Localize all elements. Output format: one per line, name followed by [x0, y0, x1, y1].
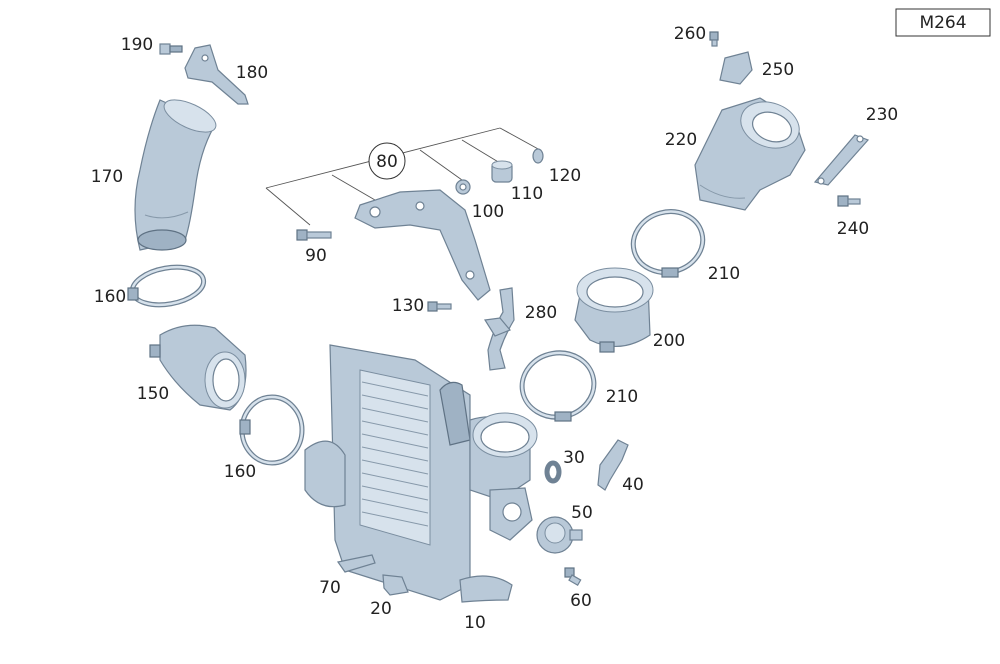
callout-210-upper: 210	[708, 264, 740, 284]
part-250-sensor	[719, 51, 753, 85]
callout-190: 190	[121, 35, 153, 55]
callout-20: 20	[370, 599, 392, 619]
model-code-label: M264	[895, 8, 991, 37]
part-50-actuator	[536, 516, 583, 554]
callout-160-lower: 160	[224, 462, 256, 482]
callout-60: 60	[570, 591, 592, 611]
part-170-intake-pipe	[134, 99, 217, 251]
callout-200: 200	[653, 331, 685, 351]
callout-160-upper: 160	[94, 287, 126, 307]
callout-220: 220	[665, 130, 697, 150]
callout-260: 260	[674, 24, 706, 44]
callout-130: 130	[392, 296, 424, 316]
part-190-bolt	[159, 43, 183, 55]
part-30-seal-ring	[544, 460, 562, 484]
callout-80-circle	[368, 142, 406, 180]
part-120-washer	[532, 148, 544, 164]
part-200-connector	[574, 267, 654, 353]
part-260-screw	[709, 31, 719, 47]
part-60-bolt	[564, 567, 582, 587]
callout-170: 170	[91, 167, 123, 187]
part-230-bracket	[813, 134, 870, 186]
svg-text:M264: M264	[919, 13, 966, 33]
part-40-bracket	[597, 439, 629, 491]
part-70-bracket	[336, 554, 376, 573]
part-160-upper-clamp	[127, 264, 207, 308]
part-180-bracket	[184, 44, 249, 105]
callout-210-lower: 210	[606, 387, 638, 407]
callout-280: 280	[525, 303, 557, 323]
callout-50: 50	[571, 503, 593, 523]
callout-70: 70	[319, 578, 341, 598]
part-210-upper-clamp	[630, 209, 706, 278]
callout-120: 120	[549, 166, 581, 186]
callout-230: 230	[866, 105, 898, 125]
callout-240: 240	[837, 219, 869, 239]
callout-10: 10	[464, 613, 486, 633]
callout-250: 250	[762, 60, 794, 80]
part-210-lower-clamp	[519, 350, 597, 422]
callout-150: 150	[137, 384, 169, 404]
callout-80: 80	[376, 152, 398, 172]
part-90-bolt	[296, 229, 332, 241]
callout-100: 100	[472, 202, 504, 222]
part-110-bushing	[491, 160, 513, 183]
part-240-bolt	[837, 195, 861, 207]
part-160-lower-clamp	[239, 394, 305, 466]
part-10-intercooler	[304, 344, 538, 603]
callout-110: 110	[511, 184, 543, 204]
callout-40: 40	[622, 475, 644, 495]
callout-180: 180	[236, 63, 268, 83]
callout-90: 90	[305, 246, 327, 266]
callout-30: 30	[563, 448, 585, 468]
part-220-housing	[694, 97, 806, 211]
part-20-clip	[382, 574, 409, 596]
part-130-bolt	[427, 301, 452, 312]
part-150-elbow-pipe	[149, 324, 247, 411]
part-100-nut	[455, 179, 471, 195]
part-280-hose	[483, 287, 515, 371]
